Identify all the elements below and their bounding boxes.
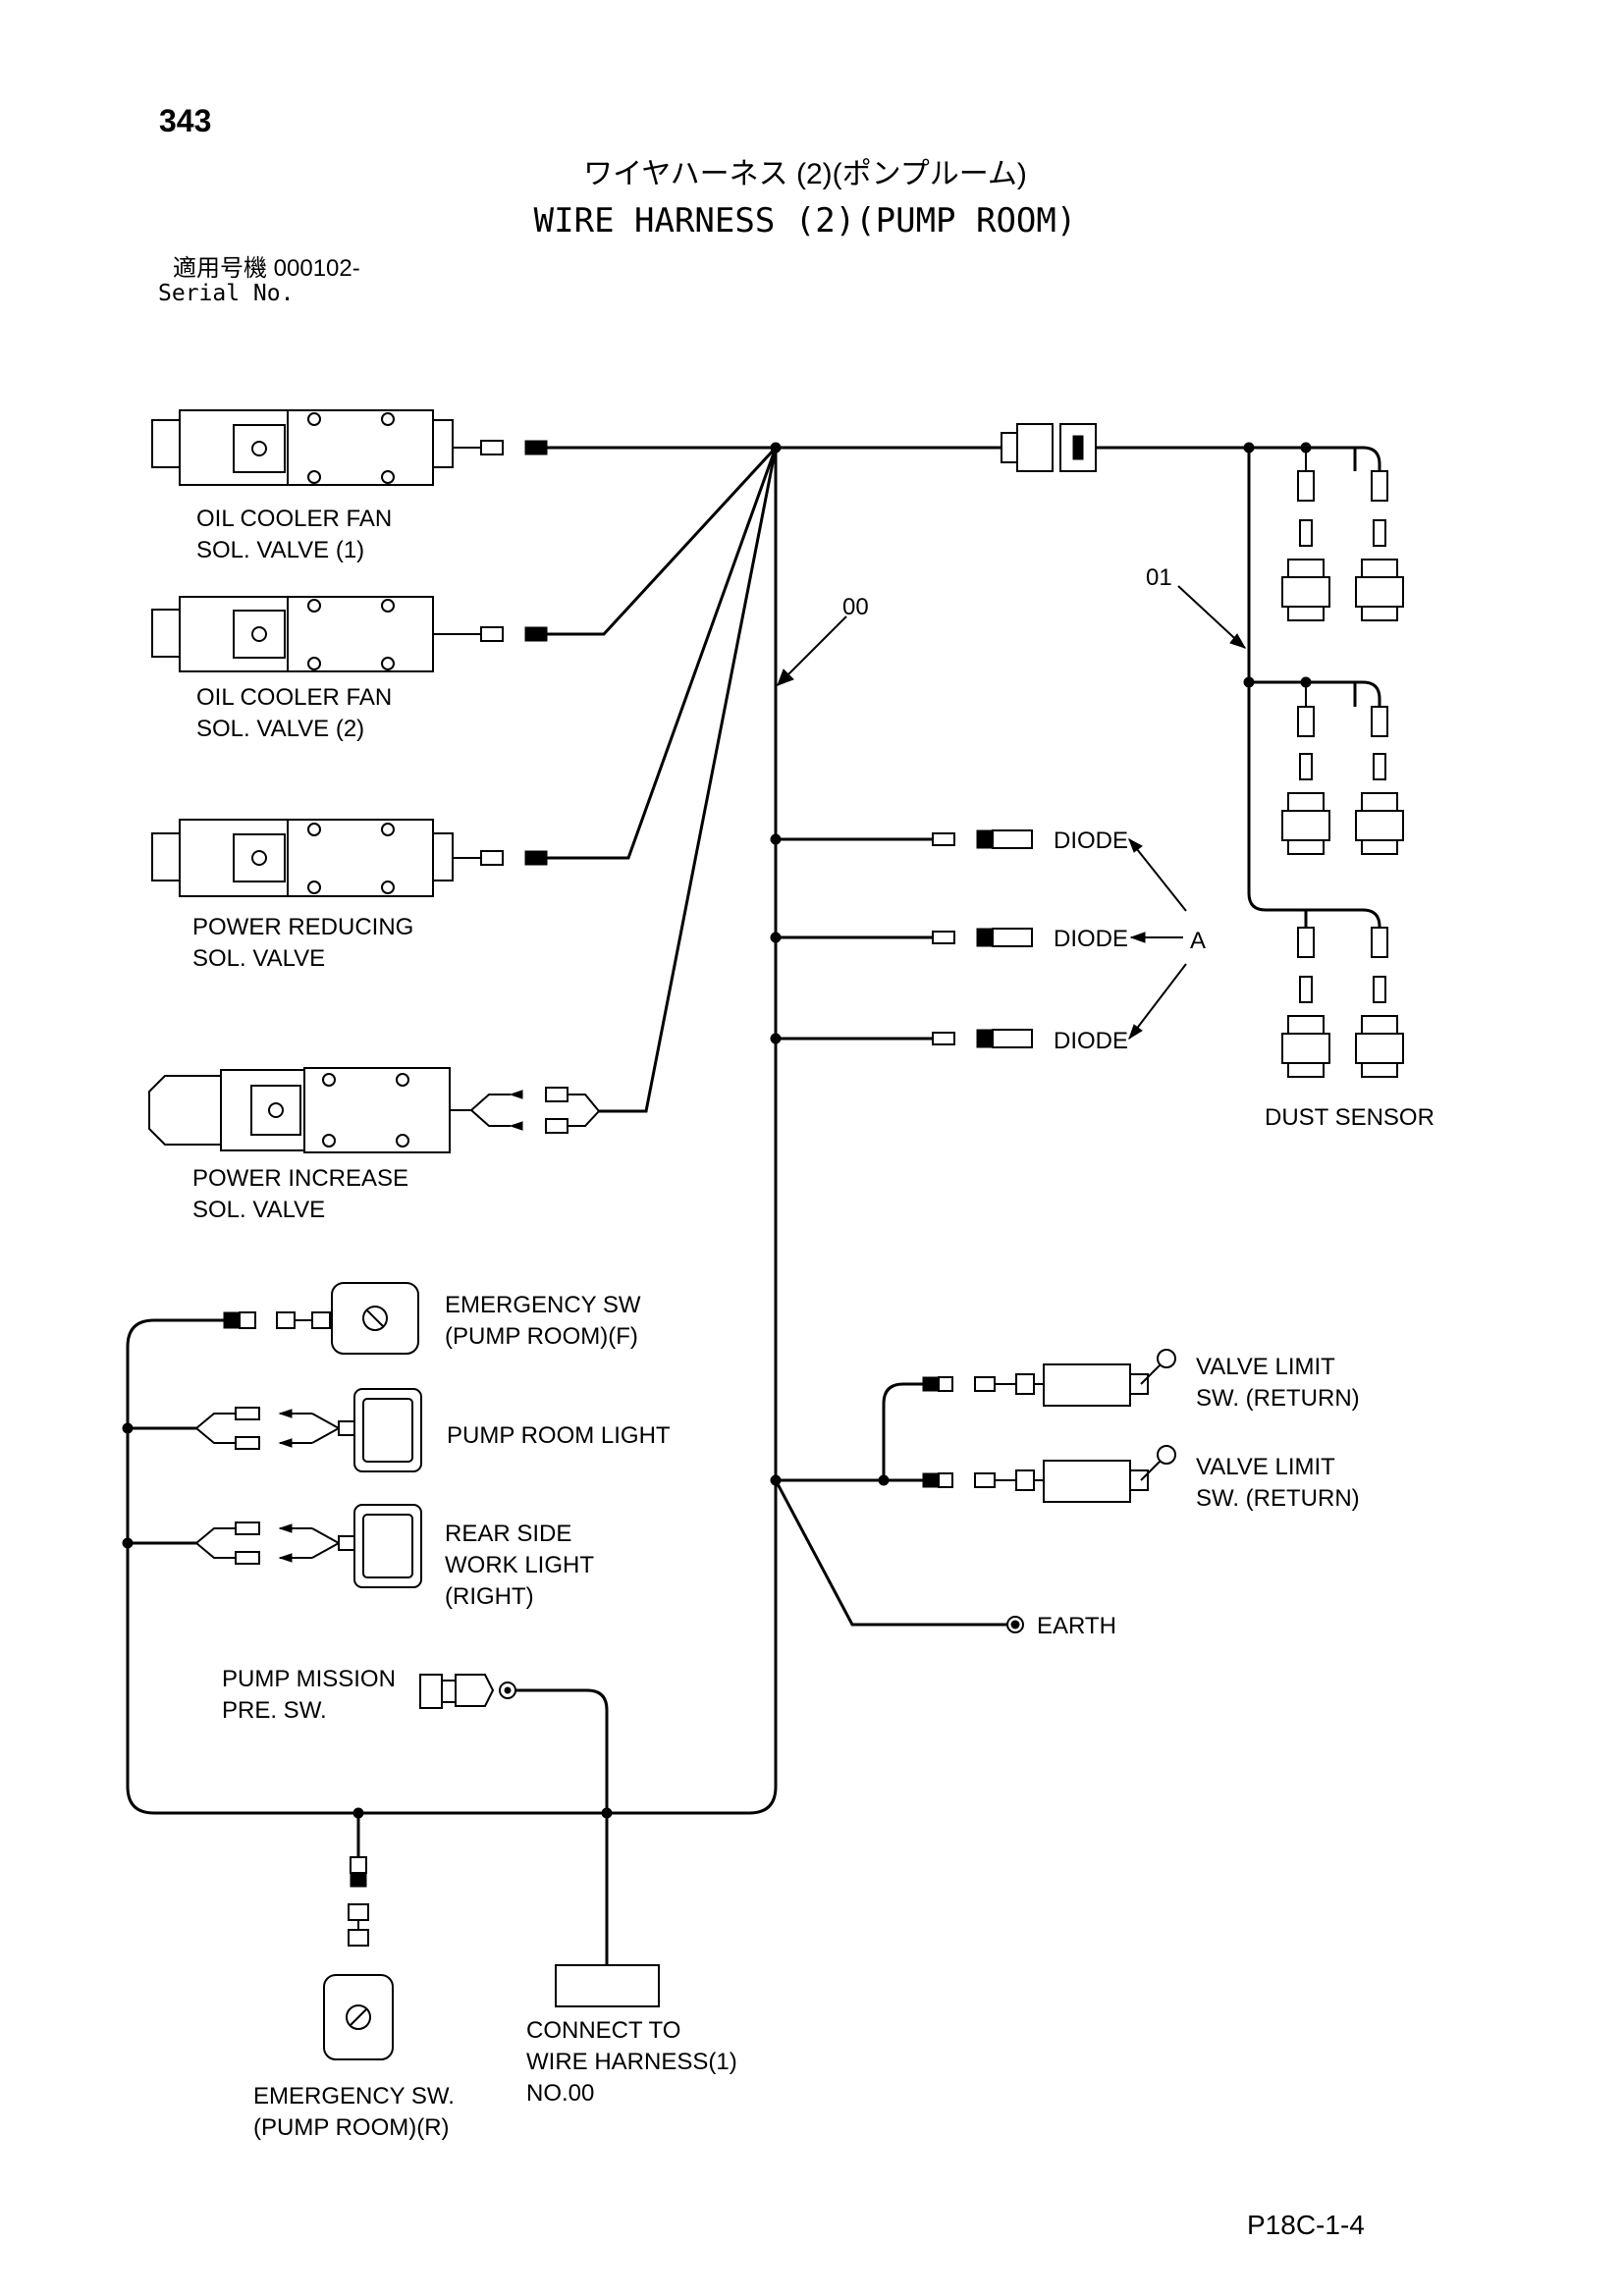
dust-sensor — [1355, 706, 1404, 855]
serial-japanese: 適用号機 000102- — [173, 255, 360, 282]
callout-a-label: A — [1190, 928, 1206, 954]
oil-cooler-fan-sol-valve-2: OIL COOLER FAN SOL. VALVE (2) — [151, 596, 548, 742]
connect-to-line1: CONNECT TO — [526, 2017, 680, 2044]
diode-1: DIODE — [932, 828, 1128, 854]
dust-sensor-label: DUST SENSOR — [1265, 1104, 1435, 1131]
earth-terminal: EARTH — [1006, 1613, 1116, 1639]
connect-to-line2: WIRE HARNESS(1) — [526, 2049, 737, 2075]
title-english: WIRE HARNESS (2)(PUMP ROOM) — [534, 201, 1077, 240]
valve-limit-switch-2: VALVE LIMIT SW. (RETURN) — [922, 1445, 1360, 1512]
valve-limit-2-line1: VALVE LIMIT — [1196, 1454, 1335, 1480]
emergency-sw-f-line2: (PUMP ROOM)(F) — [445, 1323, 638, 1350]
oil-cooler-fan-2-line2: SOL. VALVE (2) — [196, 716, 364, 742]
power-increase-sol-valve: POWER INCREASE SOL. VALVE — [148, 1067, 601, 1223]
valve-limit-2-line2: SW. (RETURN) — [1196, 1485, 1360, 1512]
emergency-sw-rear: EMERGENCY SW. (PUMP ROOM)(R) — [253, 1856, 455, 2141]
power-reducing-sol-valve: POWER REDUCING SOL. VALVE — [151, 819, 548, 972]
callout-01-label: 01 — [1146, 564, 1172, 591]
valve-limit-1-line2: SW. (RETURN) — [1196, 1385, 1360, 1412]
power-reducing-line1: POWER REDUCING — [192, 914, 413, 940]
dust-sensor — [1281, 448, 1330, 621]
harness-01-wiring — [1001, 423, 1381, 928]
oil-cooler-fan-2-line1: OIL COOLER FAN — [196, 684, 392, 711]
dust-sensor — [1355, 927, 1404, 1078]
rear-side-work-light: REAR SIDE WORK LIGHT (RIGHT) — [195, 1504, 594, 1610]
callout-00-label: 00 — [842, 594, 869, 620]
pump-mission-line1: PUMP MISSION — [222, 1666, 396, 1692]
rear-side-work-light-line2: WORK LIGHT — [445, 1552, 594, 1578]
callout-00: 00 — [777, 594, 869, 686]
earth-label: EARTH — [1037, 1613, 1116, 1639]
serial-label: Serial No. — [158, 281, 294, 306]
valve-limit-switch-1: VALVE LIMIT SW. (RETURN) — [922, 1349, 1360, 1412]
pump-room-light-label: PUMP ROOM LIGHT — [447, 1422, 671, 1449]
callout-01: 01 — [1146, 564, 1247, 649]
emergency-sw-front: EMERGENCY SW (PUMP ROOM)(F) — [223, 1282, 641, 1355]
dust-sensor — [1355, 470, 1404, 621]
power-increase-line2: SOL. VALVE — [192, 1197, 325, 1223]
emergency-sw-r-line2: (PUMP ROOM)(R) — [253, 2114, 450, 2141]
harness-00-wiring — [122, 442, 1009, 1965]
emergency-sw-r-line1: EMERGENCY SW. — [253, 2083, 455, 2109]
diode-2-label: DIODE — [1054, 926, 1128, 952]
power-increase-line1: POWER INCREASE — [192, 1165, 408, 1192]
pump-room-light: PUMP ROOM LIGHT — [195, 1388, 671, 1472]
diode-3-label: DIODE — [1054, 1028, 1128, 1054]
diode-2: DIODE — [932, 926, 1128, 952]
connect-to-line3: NO.00 — [526, 2080, 594, 2107]
power-reducing-line2: SOL. VALVE — [192, 945, 325, 972]
pump-mission-line2: PRE. SW. — [222, 1697, 327, 1724]
title-japanese: ワイヤハーネス (2)(ポンプルーム) — [583, 158, 1027, 190]
pump-mission-pressure-switch: PUMP MISSION PRE. SW. — [222, 1666, 516, 1724]
emergency-sw-f-line1: EMERGENCY SW — [445, 1292, 641, 1318]
valve-limit-1-line1: VALVE LIMIT — [1196, 1354, 1335, 1380]
dust-sensor — [1281, 682, 1330, 855]
rear-side-work-light-line3: (RIGHT) — [445, 1583, 534, 1610]
callout-a: A — [1128, 837, 1206, 1041]
oil-cooler-fan-sol-valve-1: OIL COOLER FAN SOL. VALVE (1) — [151, 409, 548, 563]
page-number: 343 — [159, 103, 211, 138]
rear-side-work-light-line1: REAR SIDE — [445, 1521, 571, 1547]
drawing-number: P18C-1-4 — [1247, 2210, 1365, 2240]
dust-sensor — [1281, 927, 1330, 1078]
diode-1-label: DIODE — [1054, 828, 1128, 854]
dust-sensor-group: DUST SENSOR — [1265, 448, 1435, 1131]
oil-cooler-fan-1-line1: OIL COOLER FAN — [196, 506, 392, 532]
connect-to-wire-harness-1: CONNECT TO WIRE HARNESS(1) NO.00 — [526, 1964, 737, 2107]
oil-cooler-fan-1-line2: SOL. VALVE (1) — [196, 537, 364, 563]
diode-3: DIODE — [932, 1028, 1128, 1054]
